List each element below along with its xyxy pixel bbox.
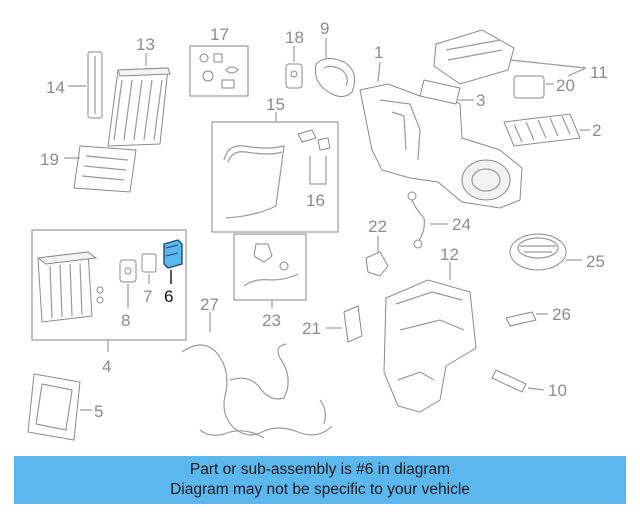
callout-5: 5 [94, 402, 103, 421]
callout-7: 7 [143, 287, 152, 306]
callout-19: 19 [40, 150, 59, 169]
callout-23: 23 [262, 311, 281, 330]
part-2 [503, 113, 590, 147]
part-9 [314, 38, 356, 98]
callout-25: 25 [586, 252, 605, 271]
part-16 [297, 129, 331, 185]
callout-24: 24 [452, 215, 471, 234]
callout-9: 9 [320, 19, 329, 38]
part-11 [433, 29, 587, 85]
info-banner: Part or sub-assembly is #6 in diagram Di… [14, 456, 626, 504]
part-22 [365, 236, 389, 277]
group-box-17 [189, 45, 249, 97]
callout-20: 20 [556, 76, 575, 95]
part-20 [513, 67, 587, 99]
part-5 [27, 373, 92, 441]
callout-18: 18 [285, 28, 304, 47]
callout-10: 10 [548, 381, 567, 400]
part-14 [68, 51, 103, 119]
callout-6: 6 [164, 287, 173, 306]
part-7 [141, 253, 157, 284]
callout-14: 14 [46, 78, 65, 97]
callout-26: 26 [552, 305, 571, 324]
callout-21: 21 [302, 319, 321, 338]
part-6-highlighted [163, 239, 183, 284]
part-8 [119, 259, 137, 308]
callout-11: 11 [590, 63, 608, 82]
part-25 [509, 233, 582, 271]
part-1 [359, 61, 523, 209]
part-26 [505, 311, 548, 327]
part-23 [243, 243, 299, 308]
callout-15: 15 [266, 95, 285, 114]
callout-22: 22 [368, 217, 387, 236]
part-12 [383, 262, 477, 413]
part-3 [419, 79, 474, 105]
part-17 [199, 53, 239, 89]
part-15 [223, 112, 285, 219]
group-box-4 [31, 229, 187, 341]
part-21 [326, 305, 363, 343]
banner-line-2: Diagram may not be specific to your vehi… [170, 481, 470, 498]
callout-1: 1 [374, 43, 383, 62]
callout-3: 3 [476, 91, 485, 110]
part-24 [407, 191, 448, 249]
part-18 [285, 46, 303, 89]
parts-diagram: 14 13 19 17 18 9 [27, 19, 608, 441]
part-27 [181, 312, 333, 439]
callout-17: 17 [210, 25, 229, 44]
callout-2: 2 [592, 121, 601, 140]
part-13 [107, 53, 171, 147]
part-19 [64, 145, 137, 193]
callout-4: 4 [102, 357, 111, 376]
group-box-23 [233, 233, 307, 301]
part-4 [36, 251, 109, 352]
callout-8: 8 [121, 311, 130, 330]
banner-line-1: Part or sub-assembly is #6 in diagram [189, 461, 451, 478]
group-box-15 [211, 121, 339, 233]
callout-27: 27 [200, 295, 219, 314]
callout-13: 13 [136, 35, 155, 54]
part-10 [491, 369, 545, 393]
callout-12: 12 [440, 245, 459, 264]
callout-16: 16 [306, 191, 325, 210]
